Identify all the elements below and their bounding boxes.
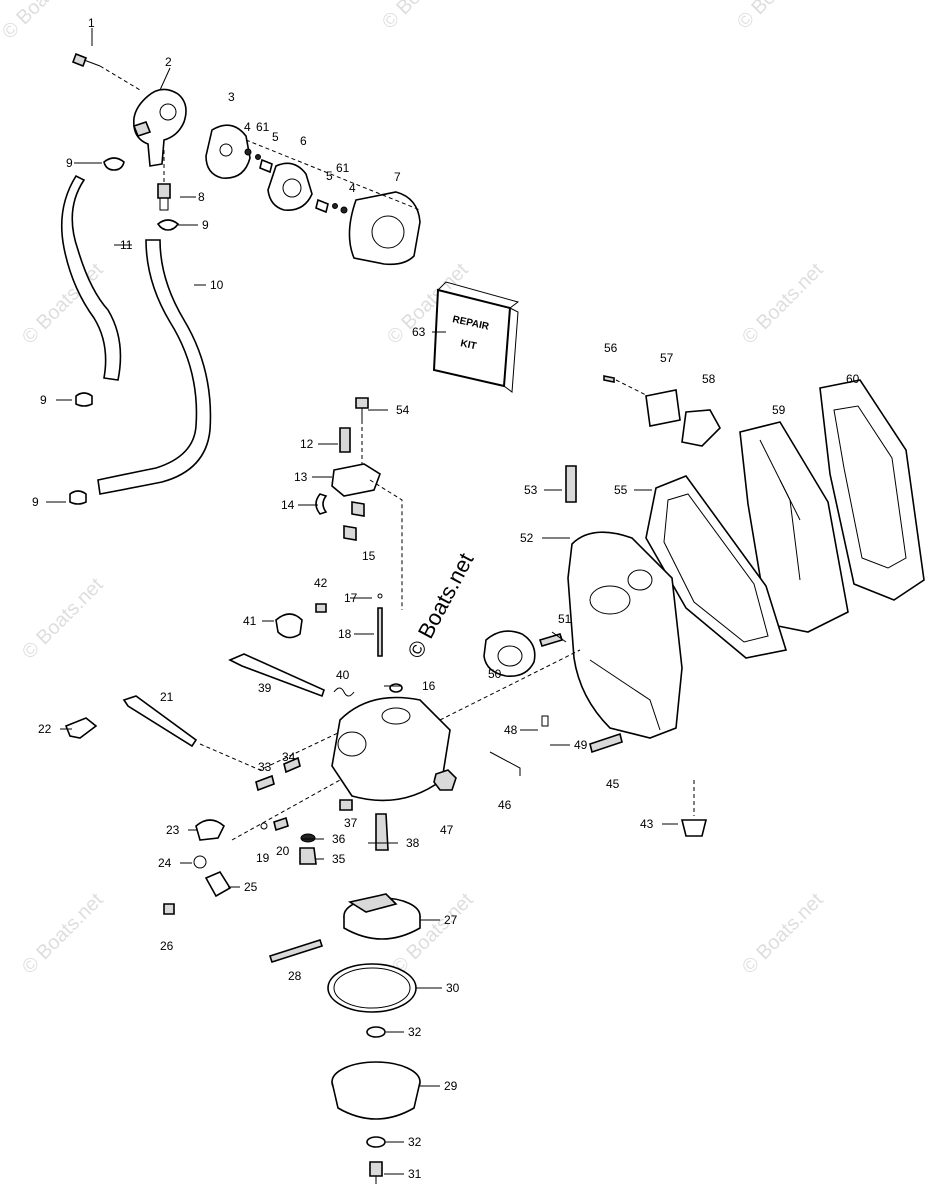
callout-54: 54 xyxy=(396,403,410,417)
watermark: © Boats.net xyxy=(0,0,88,44)
float-bowl-stack xyxy=(268,893,421,1184)
callout-9: 9 xyxy=(202,218,209,232)
callout-37: 37 xyxy=(344,816,358,830)
callout-53: 53 xyxy=(524,483,538,497)
callout-34: 34 xyxy=(282,750,296,764)
callout-28: 28 xyxy=(288,969,302,983)
callout-10: 10 xyxy=(210,278,224,292)
callout-51: 51 xyxy=(558,612,572,626)
center-watermark: © Boats.net xyxy=(402,549,478,663)
callout-50: 50 xyxy=(488,667,502,681)
callout-9: 9 xyxy=(40,393,47,407)
intake-manifold-group xyxy=(439,375,925,739)
callout-19: 19 xyxy=(256,851,270,865)
callout-43: 43 xyxy=(640,817,654,831)
repair-kit-box: REPAIR KIT xyxy=(432,281,520,393)
callout-9: 9 xyxy=(32,495,39,509)
callout-11: 11 xyxy=(120,238,133,252)
callout-45: 45 xyxy=(606,777,620,791)
callout-57: 57 xyxy=(660,351,674,365)
callout-39: 39 xyxy=(258,681,272,695)
callout-25: 25 xyxy=(244,880,258,894)
callout-15: 15 xyxy=(362,549,376,563)
callout-30: 30 xyxy=(446,981,460,995)
callout-40: 40 xyxy=(336,668,350,682)
callout-32: 32 xyxy=(408,1135,422,1149)
callout-9: 9 xyxy=(66,156,73,170)
fuel-pump-group xyxy=(60,52,212,505)
callout-29: 29 xyxy=(444,1079,458,1093)
callout-58: 58 xyxy=(702,372,716,386)
callout-38: 38 xyxy=(406,836,420,850)
callout-1: 1 xyxy=(88,16,95,30)
callout-14: 14 xyxy=(281,498,295,512)
carburetor-body xyxy=(64,593,708,915)
callout-20: 20 xyxy=(276,844,290,858)
callout-26: 26 xyxy=(160,939,174,953)
callout-55: 55 xyxy=(614,483,628,497)
callout-16: 16 xyxy=(422,679,436,693)
callout-61: 61 xyxy=(336,161,350,175)
watermark: © Boats.net xyxy=(733,0,823,34)
callout-12: 12 xyxy=(300,437,314,451)
callout-21: 21 xyxy=(160,690,174,704)
callout-5: 5 xyxy=(272,130,279,144)
callout-6: 6 xyxy=(300,134,307,148)
callout-49: 49 xyxy=(574,738,588,752)
callout-59: 59 xyxy=(772,403,786,417)
callout-42: 42 xyxy=(314,576,328,590)
callout-61: 61 xyxy=(256,120,270,134)
repair-kit-label-2: KIT xyxy=(459,338,477,352)
watermark: © Boats.net xyxy=(738,889,828,979)
callout-13: 13 xyxy=(294,470,308,484)
callout-46: 46 xyxy=(498,798,512,812)
callout-2: 2 xyxy=(165,55,172,69)
callout-32: 32 xyxy=(408,1025,422,1039)
callout-56: 56 xyxy=(604,341,618,355)
watermark: © Boats.net xyxy=(18,889,108,979)
callout-3: 3 xyxy=(228,90,235,104)
callout-leaders xyxy=(46,28,678,1175)
throttle-linkage-group xyxy=(315,397,403,610)
callout-63: 63 xyxy=(412,325,426,339)
watermark: © Boats.net xyxy=(738,259,828,349)
pump-diaphragm-stack xyxy=(205,124,421,266)
watermark: © Boats.net xyxy=(378,0,468,34)
callout-60: 60 xyxy=(846,372,860,386)
callout-4: 4 xyxy=(244,120,251,134)
callout-36: 36 xyxy=(332,832,346,846)
callout-17: 17 xyxy=(344,591,358,605)
callout-labels: 1 2 3 4 61 5 6 5 61 4 7 9 8 9 11 10 9 9 … xyxy=(32,16,860,1181)
callout-35: 35 xyxy=(332,852,346,866)
callout-18: 18 xyxy=(338,627,352,641)
callout-24: 24 xyxy=(158,856,172,870)
callout-41: 41 xyxy=(243,614,257,628)
watermark: © Boats.net xyxy=(18,574,108,664)
callout-7: 7 xyxy=(394,170,401,184)
callout-23: 23 xyxy=(166,823,180,837)
callout-47: 47 xyxy=(440,823,454,837)
callout-31: 31 xyxy=(408,1167,422,1181)
callout-33: 33 xyxy=(258,760,272,774)
callout-27: 27 xyxy=(444,913,458,927)
callout-4: 4 xyxy=(349,181,356,195)
callout-5: 5 xyxy=(326,169,333,183)
callout-52: 52 xyxy=(520,531,534,545)
callout-8: 8 xyxy=(198,190,205,204)
callout-48: 48 xyxy=(504,723,518,737)
callout-22: 22 xyxy=(38,722,52,736)
